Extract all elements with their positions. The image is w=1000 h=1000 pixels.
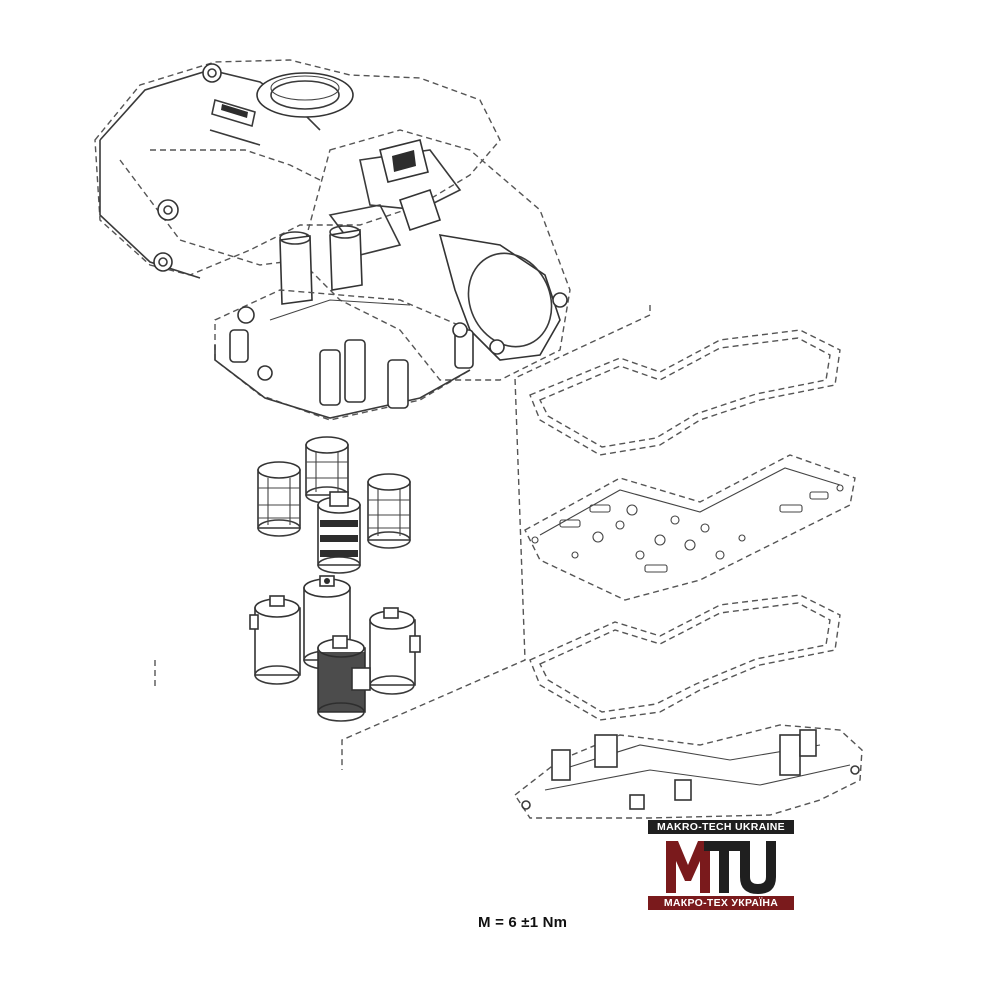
solenoid-3: [369, 607, 421, 695]
solenoid-4-dark: [317, 635, 371, 722]
company-logo: MAKRO-TECH UKRAINE МАКРО-ТЕХ УКРАЇНА: [648, 820, 794, 912]
logo-top-text: MAKRO-TECH UKRAINE: [648, 820, 794, 834]
valve-spool-1: [257, 461, 301, 537]
transmission-housing: [94, 59, 501, 279]
logo-mark: [666, 841, 776, 894]
separator-plate: [524, 454, 856, 601]
torque-specification: M = 6 ±1 Nm: [478, 914, 568, 931]
gasket-upper: [529, 329, 841, 456]
pump-assembly: [279, 129, 571, 381]
valve-spool-group: [257, 436, 411, 574]
gasket-lower: [529, 594, 841, 721]
valve-body-base: [214, 289, 474, 421]
electronic-control-plate: [514, 724, 863, 819]
solenoid-1: [249, 595, 301, 685]
logo-bottom-text: МАКРО-ТЕХ УКРАЇНА: [648, 896, 794, 910]
assembly-guide-right: [341, 305, 651, 770]
solenoid-group: [249, 575, 421, 722]
valve-spool-2: [305, 436, 349, 504]
valve-spool-4: [317, 491, 361, 574]
valve-spool-3: [367, 473, 411, 549]
